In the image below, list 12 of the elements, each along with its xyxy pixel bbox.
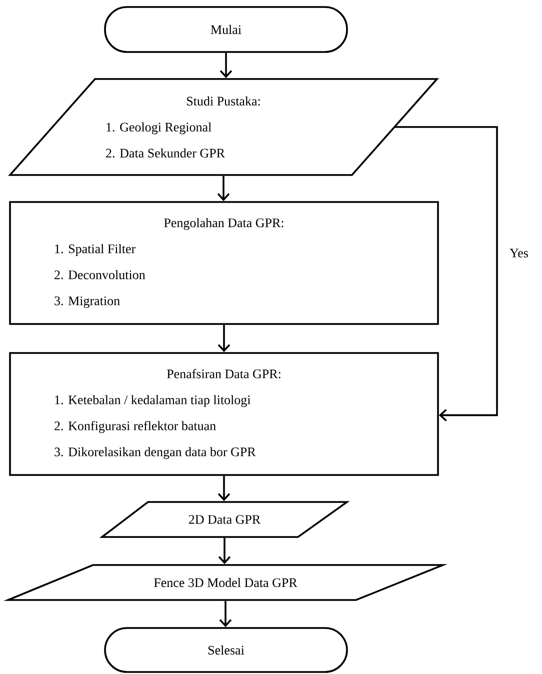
arrow xyxy=(219,600,232,628)
arrow xyxy=(218,476,230,502)
process-box: Penafsiran Data GPR: 1. Ketebalan / kedalaman tiap litologi 2. Konfigurasi reflektor batuan 3. Dikorelasikan dengan data bor GPR xyxy=(9,352,439,476)
arrow xyxy=(217,176,230,202)
arrow xyxy=(218,324,230,352)
arrow xyxy=(220,52,232,78)
process-box: Pengolahan Data GPR: 1. Spatial Filter 2. Deconvolution 3. Migration xyxy=(9,201,439,325)
terminal-box: Selesai xyxy=(104,627,348,673)
arrow xyxy=(218,538,231,564)
edge-label: Yes xyxy=(508,248,530,258)
terminal-box: Mulai xyxy=(104,6,348,53)
arrow xyxy=(394,126,498,422)
